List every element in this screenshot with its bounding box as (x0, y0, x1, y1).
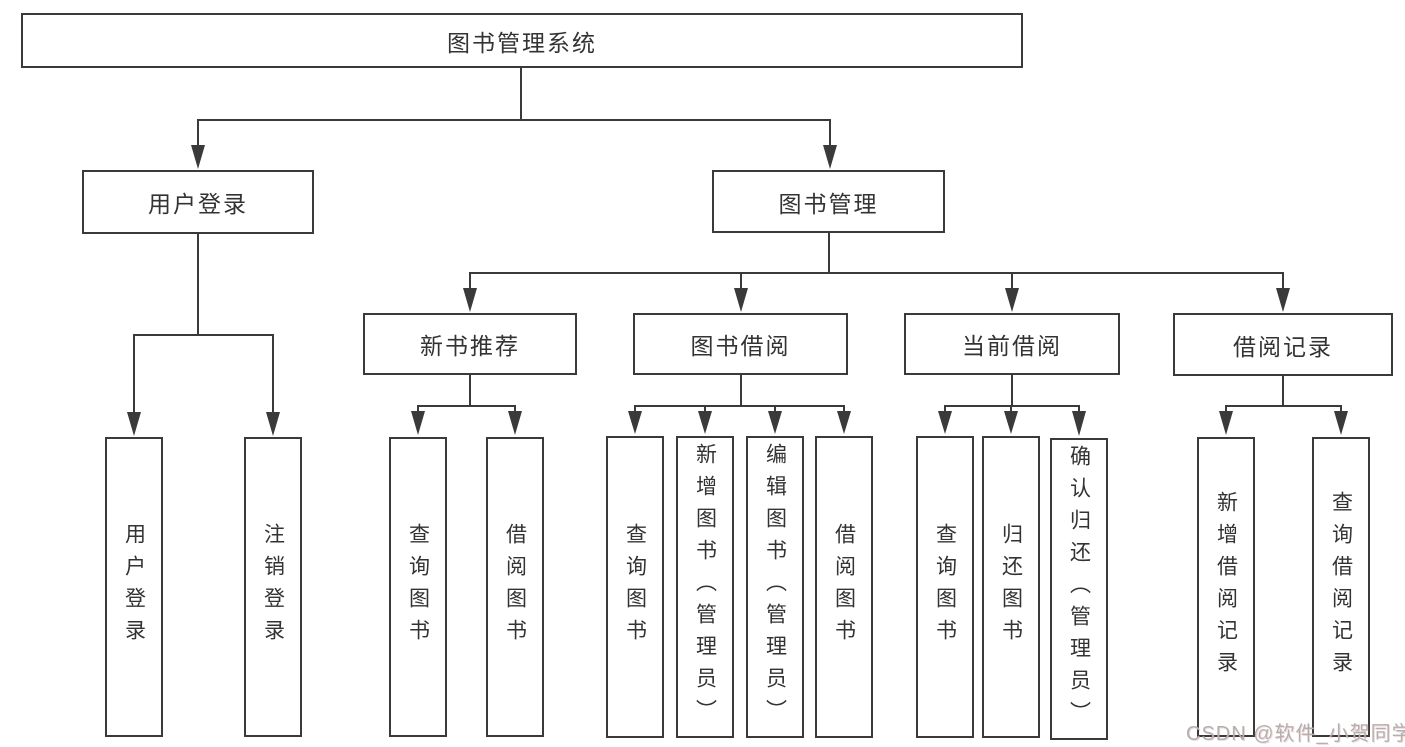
leaf-records-add-record: 新增借阅记录 (1197, 437, 1255, 737)
arrowhead (1219, 411, 1233, 435)
leaf-borrowing-borrow-books: 借阅图书 (815, 436, 873, 738)
leaf-logout-label: 注销登录 (261, 523, 285, 651)
arrowhead (1004, 411, 1018, 434)
leaf-current-return-books-label: 归还图书 (999, 523, 1023, 651)
node-user-login: 用户登录 (82, 170, 314, 234)
leaf-user-login: 用户登录 (105, 437, 163, 737)
node-current-borrowing-label: 当前借阅 (962, 333, 1062, 359)
leaf-newbook-borrow-books: 借阅图书 (486, 437, 544, 737)
leaf-borrowing-borrow-books-label: 借阅图书 (832, 523, 856, 651)
arrowhead (823, 145, 837, 169)
arrowhead (1005, 288, 1019, 312)
arrowhead (191, 145, 205, 169)
arrowhead (508, 411, 522, 435)
leaf-borrowing-query-books-label: 查询图书 (623, 523, 647, 651)
leaf-borrowing-edit-books-admin: 编辑图书（管理员） (746, 436, 804, 738)
leaf-records-query-record: 查询借阅记录 (1312, 437, 1370, 737)
leaf-records-add-record-label: 新增借阅记录 (1214, 491, 1238, 683)
leaf-current-return-books: 归还图书 (982, 436, 1040, 738)
arrowhead (734, 288, 748, 312)
leaf-current-confirm-return-admin-label: 确认归还（管理员） (1067, 445, 1091, 733)
leaf-user-login-label: 用户登录 (122, 523, 146, 651)
leaf-logout: 注销登录 (244, 437, 302, 737)
leaf-newbook-query-books-label: 查询图书 (406, 523, 430, 651)
leaf-current-query-books: 查询图书 (916, 436, 974, 738)
connector-new-book-to-children (411, 375, 522, 435)
node-library-system: 图书管理系统 (21, 13, 1023, 68)
leaf-newbook-borrow-books-label: 借阅图书 (503, 523, 527, 651)
arrowhead (1276, 288, 1290, 312)
leaf-borrowing-add-books-admin: 新增图书（管理员） (676, 436, 734, 738)
node-borrowing-records: 借阅记录 (1173, 313, 1393, 376)
arrowhead (1072, 411, 1086, 436)
connector-root-to-level2 (191, 68, 837, 169)
node-user-login-label: 用户登录 (148, 191, 248, 217)
node-borrowing-records-label: 借阅记录 (1233, 333, 1333, 360)
leaf-current-query-books-label: 查询图书 (933, 523, 957, 651)
connector-current-borrowing-to-children (938, 375, 1086, 436)
leaf-current-confirm-return-admin: 确认归还（管理员） (1050, 438, 1108, 740)
arrowhead (698, 411, 712, 434)
node-new-book-recommendation-label: 新书推荐 (420, 333, 520, 359)
arrowhead (266, 412, 280, 436)
csdn-watermark: CSDN @软件_小贺同学 (1186, 723, 1405, 745)
arrowhead (127, 412, 141, 436)
connector-book-borrowing-to-children (628, 375, 851, 434)
leaf-borrowing-query-books: 查询图书 (606, 436, 664, 738)
arrowhead (938, 411, 952, 434)
arrowhead (837, 411, 851, 434)
connector-book-management-to-children (463, 233, 1290, 312)
arrowhead (628, 411, 642, 434)
connector-records-to-children (1219, 375, 1348, 435)
connector-user-login-to-children (127, 233, 280, 436)
node-new-book-recommendation: 新书推荐 (363, 313, 577, 375)
node-book-management: 图书管理 (712, 170, 945, 233)
arrowhead (1334, 411, 1348, 435)
leaf-borrowing-add-books-admin-label: 新增图书（管理员） (693, 443, 717, 731)
node-book-management-label: 图书管理 (778, 190, 879, 217)
arrowhead (768, 411, 782, 434)
node-book-borrowing-label: 图书借阅 (690, 333, 791, 359)
node-book-borrowing: 图书借阅 (633, 313, 848, 375)
arrowhead (411, 411, 425, 435)
leaf-borrowing-edit-books-admin-label: 编辑图书（管理员） (763, 443, 787, 731)
leaf-records-query-record-label: 查询借阅记录 (1329, 491, 1353, 683)
node-current-borrowing: 当前借阅 (904, 313, 1120, 375)
node-library-system-label: 图书管理系统 (447, 29, 597, 56)
arrowhead (463, 288, 477, 312)
leaf-newbook-query-books: 查询图书 (389, 437, 447, 737)
